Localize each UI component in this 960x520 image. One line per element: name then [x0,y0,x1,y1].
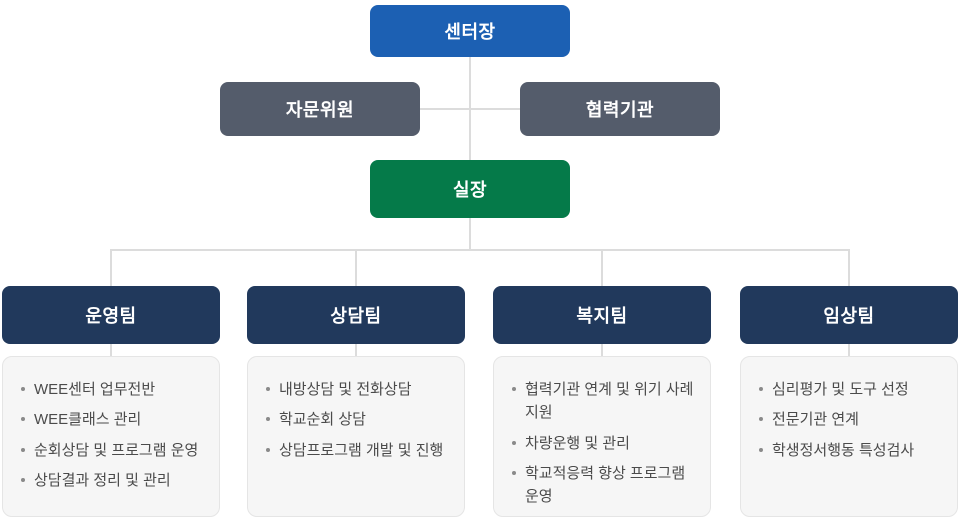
connector-trunk-to-team [355,249,357,286]
team-title: 운영팀 [85,306,137,326]
node-partner-organizations-label: 협력기관 [585,100,655,120]
duty-item: 전문기관 연계 [758,408,943,431]
duty-item: 상담프로그램 개발 및 진행 [265,439,450,462]
connector-advisor-partner [420,108,520,110]
team-title: 상담팀 [330,306,382,326]
duty-item: 학교순회 상담 [265,408,450,431]
team-title: 임상팀 [823,306,875,326]
connector-trunk-to-team [601,249,603,286]
duty-item: 학생정서행동 특성검사 [758,439,943,462]
connector-team-to-duties [848,344,850,356]
team-title: 복지팀 [576,306,628,326]
team-header: 상담팀 [247,286,465,344]
node-partner-organizations: 협력기관 [520,82,720,136]
duty-item: 심리평가 및 도구 선정 [758,378,943,401]
duty-item: WEE센터 업무전반 [20,378,205,401]
team-header: 임상팀 [740,286,958,344]
connector-team-to-duties [601,344,603,356]
node-center-director: 센터장 [370,5,570,57]
team-header: 복지팀 [493,286,711,344]
team-header: 운영팀 [2,286,220,344]
duty-item: 내방상담 및 전화상담 [265,378,450,401]
node-advisory-committee-label: 자문위원 [285,100,355,120]
connector-trunk-to-team [110,249,112,286]
duty-item: WEE클래스 관리 [20,408,205,431]
duty-item: 상담결과 정리 및 관리 [20,469,205,492]
connector-head-to-trunk [469,218,471,250]
node-advisory-committee: 자문위원 [220,82,420,136]
node-office-head-label: 실장 [452,180,488,200]
node-office-head: 실장 [370,160,570,218]
connector-trunk [110,249,849,251]
duty-item: 차량운행 및 관리 [511,432,696,455]
connector-trunk-to-team [848,249,850,286]
connector-team-to-duties [355,344,357,356]
node-center-director-label: 센터장 [444,22,496,42]
duty-item: 순회상담 및 프로그램 운영 [20,439,205,462]
duty-item: 협력기관 연계 및 위기 사례 지원 [511,378,696,425]
connector-team-to-duties [110,344,112,356]
duty-item: 학교적응력 향상 프로그램 운영 [511,462,696,509]
